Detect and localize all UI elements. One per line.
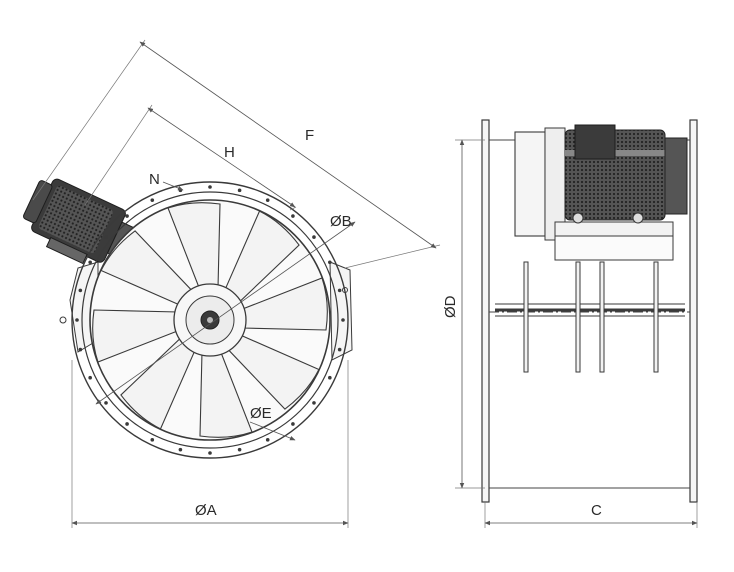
dimension-OE: ØE — [249, 405, 296, 441]
right-flange — [689, 119, 698, 503]
damper-blade — [599, 261, 605, 373]
flange-hole — [328, 375, 332, 380]
label-N: N — [149, 171, 160, 188]
side-view: ØD C — [442, 119, 698, 528]
flange-hole — [88, 260, 92, 265]
dimension-H: H — [84, 104, 297, 211]
flange-hole — [328, 260, 332, 265]
motor — [23, 178, 138, 265]
flange-hole — [265, 438, 270, 442]
flange-hole — [75, 318, 79, 322]
dimension-OB: ØB — [95, 213, 356, 405]
dimension-OD: ØD — [442, 139, 485, 489]
flange-hole — [341, 318, 345, 322]
flange-hole — [150, 438, 155, 442]
flange-hole — [208, 185, 212, 189]
flange-hole — [125, 214, 129, 218]
flange-hole — [104, 235, 108, 239]
flange-hole — [178, 447, 183, 452]
damper-assembly — [495, 261, 685, 373]
label-OE: ØE — [250, 405, 272, 422]
flange-hole — [78, 288, 83, 293]
flange-hole — [291, 422, 295, 426]
flange-hole — [337, 347, 342, 352]
flange-hole — [78, 347, 83, 352]
dimension-C: C — [484, 502, 698, 528]
flange-hole — [337, 288, 342, 293]
label-H: H — [224, 144, 235, 161]
damper-blade — [653, 261, 659, 373]
side-motor — [514, 124, 688, 261]
left-flange — [481, 119, 490, 503]
flange-hole — [291, 214, 295, 218]
label-F: F — [305, 127, 314, 144]
flange-hole — [104, 401, 108, 405]
damper-blade — [575, 261, 581, 373]
dimension-OA: ØA — [71, 360, 349, 528]
flange-hole — [237, 188, 242, 193]
label-OD: ØD — [442, 295, 459, 318]
flange-hole — [265, 198, 270, 202]
flange-hole — [312, 401, 316, 405]
flange-hole — [150, 198, 155, 202]
front-view: F H N ØB ØE ØA — [23, 39, 441, 528]
flange-hole — [88, 375, 92, 380]
label-OA: ØA — [195, 502, 217, 519]
flange-hole — [237, 447, 242, 452]
flange-hole — [208, 451, 212, 455]
label-C: C — [591, 502, 602, 519]
dimension-N: N — [149, 171, 184, 191]
flange-hole — [125, 422, 129, 426]
damper-blade — [523, 261, 529, 373]
flange-hole — [312, 235, 316, 239]
hub — [173, 283, 247, 357]
label-OB: ØB — [330, 213, 352, 230]
